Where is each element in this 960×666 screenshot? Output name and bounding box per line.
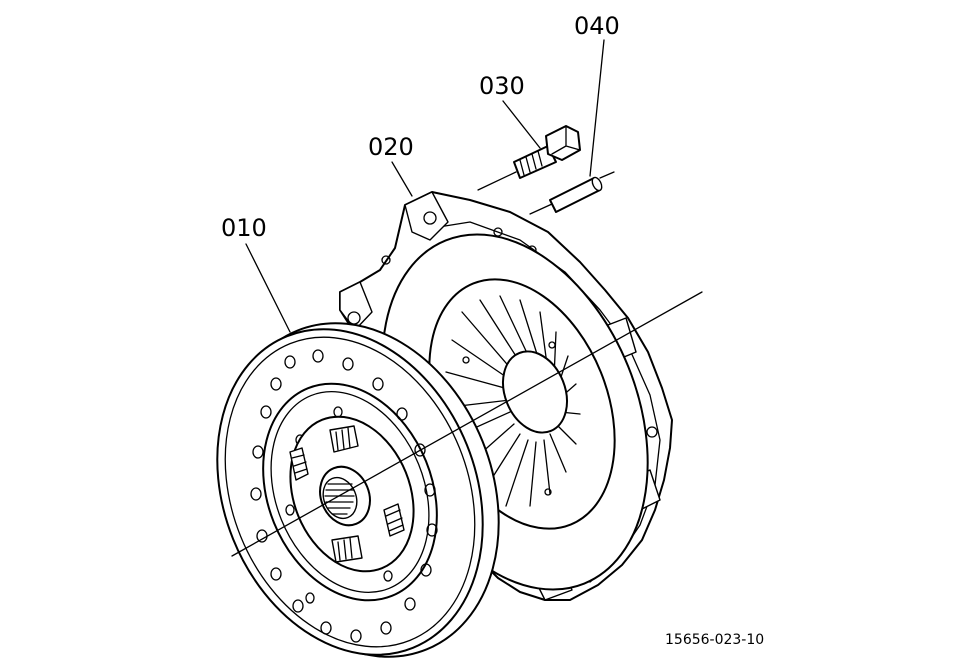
callout-010: 010 [221,214,267,242]
damper-spring [329,425,359,453]
callout-030: 030 [479,72,525,100]
leader-line-010 [245,243,291,333]
damper-spring [331,535,363,563]
damper-springs [289,425,405,563]
bolt-axis [477,171,517,191]
leader-lines [231,39,703,557]
cover-mounting-lug [404,191,449,241]
drawing-number: 15656-023-10 [665,632,765,648]
pin [549,176,603,213]
pin-axis [529,203,553,215]
leader-line-030 [502,100,541,149]
leader-line-020 [391,161,413,197]
release-center [502,350,568,434]
center-axis [231,291,703,557]
damper-spring [383,503,405,537]
callout-040: 040 [574,12,620,40]
bolt-shank [513,145,557,179]
clutch-disc [216,322,500,658]
callout-020: 020 [368,133,414,161]
bolt-head [545,125,581,161]
bolt [513,125,581,179]
damper-spring [289,447,309,481]
facing-rivet-holes [250,349,438,643]
leader-line-040 [589,39,605,177]
